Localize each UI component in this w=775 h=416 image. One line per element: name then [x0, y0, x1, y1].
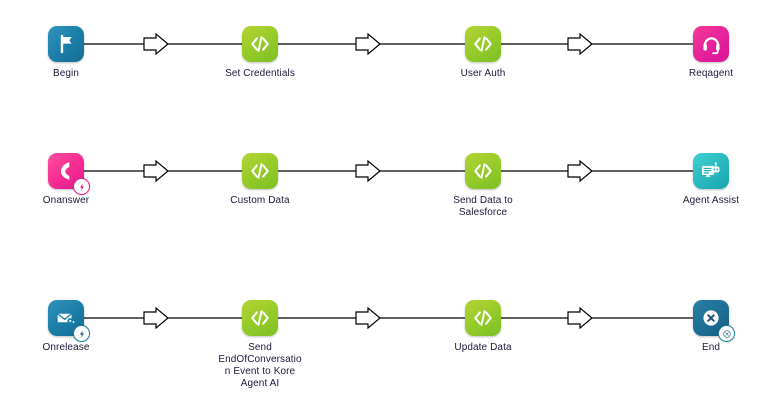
- node-onrelease[interactable]: Onrelease: [1, 300, 131, 354]
- flow-arrow-icon: [567, 159, 593, 183]
- node-user-auth[interactable]: User Auth: [418, 26, 548, 80]
- flag-icon[interactable]: [48, 26, 84, 62]
- close-circle-icon[interactable]: [693, 300, 735, 342]
- lightning-badge-icon: [73, 178, 90, 195]
- node-send-data-salesforce[interactable]: Send Data to Salesforce: [418, 153, 548, 219]
- node-label: Reqagent: [688, 68, 734, 79]
- node-end[interactable]: End: [646, 300, 775, 354]
- flow-arrow-icon: [567, 32, 593, 56]
- flow-arrow-icon: [143, 306, 169, 330]
- node-label: Send Data to Salesforce: [453, 195, 513, 218]
- node-label: Custom Data: [230, 195, 290, 206]
- node-begin[interactable]: Begin: [1, 26, 131, 80]
- close-badge-icon: [718, 325, 735, 342]
- flow-arrow-icon: [355, 159, 381, 183]
- node-set-credentials[interactable]: Set Credentials: [195, 26, 325, 80]
- node-agent-assist[interactable]: Agent Assist: [646, 153, 775, 207]
- envelope-icon[interactable]: [48, 300, 90, 342]
- connector-row-1: [84, 32, 694, 56]
- connector-row-2: [84, 159, 694, 183]
- node-label: End: [701, 342, 721, 353]
- code-icon[interactable]: [242, 26, 278, 62]
- node-label: Agent Assist: [682, 195, 740, 206]
- headset-icon[interactable]: [693, 26, 729, 62]
- node-update-data[interactable]: Update Data: [418, 300, 548, 354]
- code-icon[interactable]: [242, 300, 278, 336]
- flow-arrow-icon: [355, 306, 381, 330]
- flow-arrow-icon: [567, 306, 593, 330]
- flow-arrow-icon: [143, 32, 169, 56]
- code-icon[interactable]: [465, 26, 501, 62]
- node-send-eoc-event[interactable]: Send EndOfConversation Event to Kore Age…: [195, 300, 325, 390]
- node-label: Onanswer: [42, 195, 90, 206]
- code-icon[interactable]: [242, 153, 278, 189]
- node-custom-data[interactable]: Custom Data: [195, 153, 325, 207]
- node-label: Begin: [52, 68, 80, 79]
- code-icon[interactable]: [465, 153, 501, 189]
- node-label: Update Data: [454, 342, 512, 353]
- phone-icon[interactable]: [48, 153, 90, 195]
- flow-arrow-icon: [355, 32, 381, 56]
- node-label: User Auth: [460, 68, 506, 79]
- node-label: Onrelease: [42, 342, 90, 353]
- lightning-badge-icon: [73, 325, 90, 342]
- node-label: Send EndOfConversation Event to Kore Age…: [218, 342, 302, 389]
- node-reqagent[interactable]: Reqagent: [646, 26, 775, 80]
- connector-row-3: [84, 306, 694, 330]
- node-onanswer[interactable]: Onanswer: [1, 153, 131, 207]
- node-label: Set Credentials: [225, 68, 295, 79]
- code-icon[interactable]: [465, 300, 501, 336]
- robot-screen-icon[interactable]: [693, 153, 729, 189]
- flow-arrow-icon: [143, 159, 169, 183]
